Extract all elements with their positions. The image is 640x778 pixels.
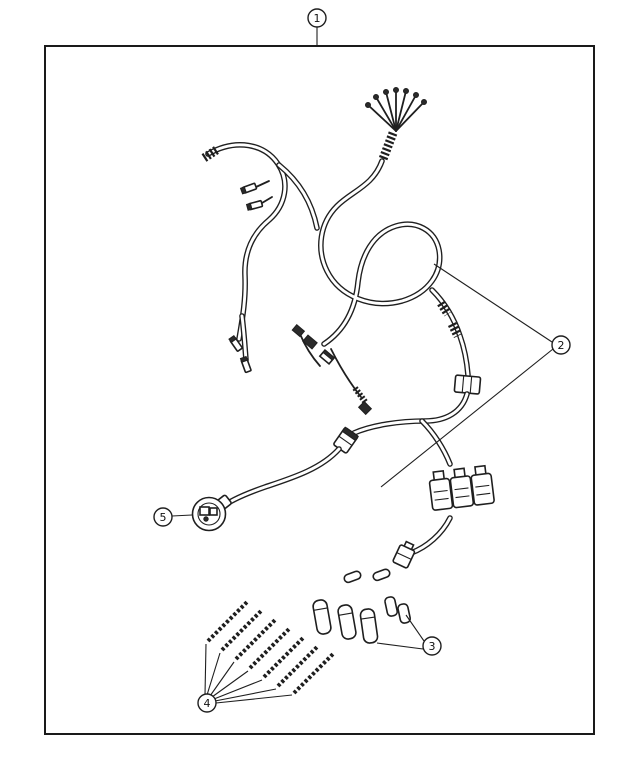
- figure-border: [44, 45, 595, 735]
- wire-clip: [357, 400, 373, 416]
- splice-set: [206, 600, 335, 695]
- shrink-tube: [359, 608, 379, 644]
- callout-3-label: 3: [429, 640, 436, 653]
- leader-line-2a: [433, 263, 553, 343]
- leader-line-3a: [405, 614, 425, 642]
- callout-5-label: 5: [160, 511, 167, 524]
- leader-line-4c: [209, 661, 235, 697]
- wire-splice: [220, 609, 263, 652]
- callout-5: 5: [153, 507, 173, 527]
- wire-splice: [276, 645, 319, 688]
- rect-connector: [453, 374, 482, 395]
- wire-splice: [206, 600, 249, 643]
- wire-splice: [262, 636, 305, 679]
- multi-wire-connector: [365, 87, 427, 161]
- leader-line-3b: [376, 642, 424, 650]
- leader-lines: [171, 27, 554, 704]
- leader-line-4f: [214, 688, 277, 702]
- leader-line-4a: [204, 643, 207, 696]
- shrink-tube: [337, 604, 357, 640]
- small-connector: [392, 540, 416, 569]
- wire-clip: [302, 334, 318, 350]
- butt-splice: [384, 596, 399, 617]
- harness-art: [191, 87, 495, 569]
- callout-1: 1: [307, 8, 327, 28]
- callout-4-label: 4: [204, 697, 211, 710]
- spade-terminal: [239, 182, 258, 195]
- callout-4: 4: [197, 693, 217, 713]
- tape-wrap: [201, 145, 221, 162]
- butt-splice: [343, 570, 362, 584]
- leader-line-4b: [206, 652, 221, 696]
- callout-1-label: 1: [314, 12, 321, 25]
- callout-3: 3: [422, 636, 442, 656]
- wire-splice: [248, 627, 291, 670]
- shrink-tubes: [312, 568, 412, 644]
- butt-splice: [372, 568, 391, 582]
- relay-block: [428, 464, 495, 511]
- wire-splice: [234, 618, 277, 661]
- wire-clip: [291, 324, 306, 338]
- spade-terminal: [228, 335, 243, 352]
- callout-2: 2: [551, 335, 571, 355]
- tape-wrap: [437, 300, 452, 317]
- tape-wrap: [352, 386, 369, 405]
- callout-2-label: 2: [558, 339, 565, 352]
- butt-splice: [397, 603, 412, 624]
- leader-line-2b: [380, 348, 554, 488]
- shrink-tube: [312, 599, 332, 635]
- spade-terminal: [245, 199, 264, 211]
- tape-wrap: [378, 131, 398, 161]
- leader-line-4e: [213, 679, 263, 700]
- leader-line-4d: [211, 670, 249, 698]
- wire-splice: [292, 652, 335, 695]
- spade-terminal: [239, 355, 252, 374]
- leader-line-4g: [215, 694, 293, 704]
- round-connector: [191, 494, 232, 532]
- leader-line-5: [171, 514, 193, 517]
